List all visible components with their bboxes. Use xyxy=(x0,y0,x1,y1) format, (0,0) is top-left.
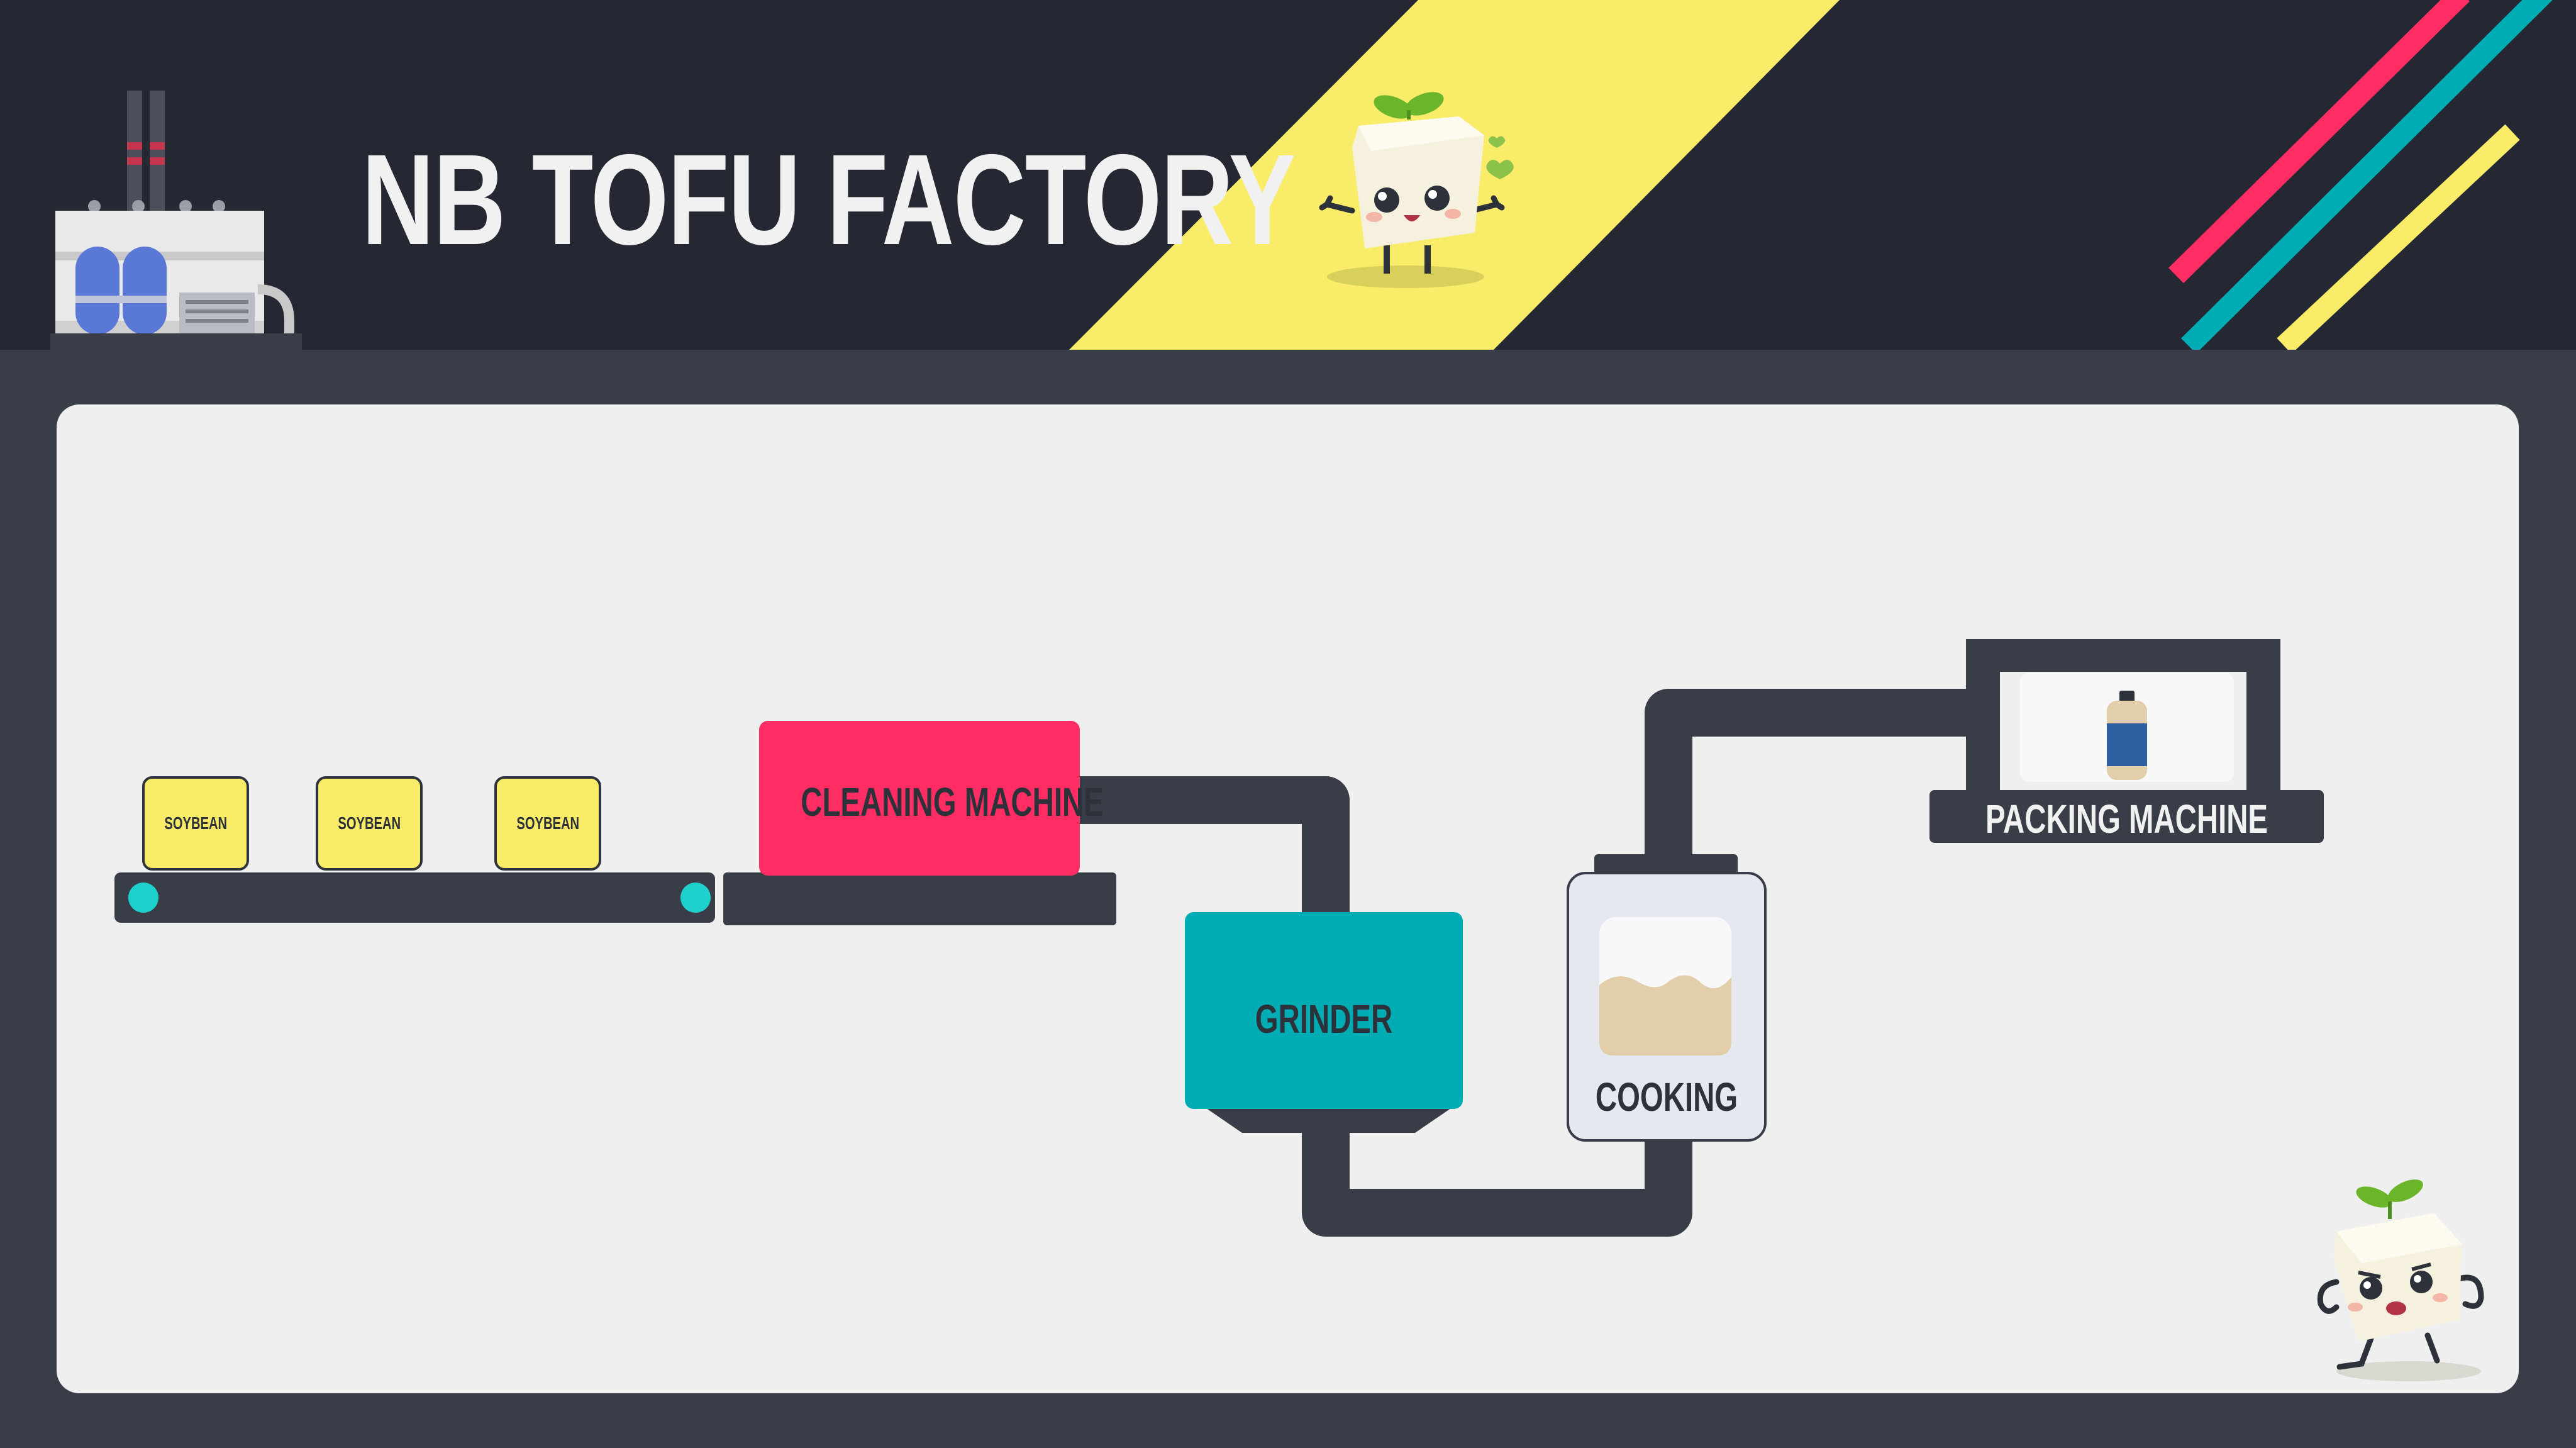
packing-machine-base xyxy=(1929,790,2324,843)
process-flow-diagram xyxy=(114,639,2324,1237)
bottle-icon xyxy=(2107,691,2147,780)
yellow-stripe xyxy=(2277,124,2520,350)
soybean-label: SOYBEAN xyxy=(516,813,579,833)
teal-stripe xyxy=(2181,0,2553,350)
packing-machine-frame xyxy=(1966,639,2280,794)
grinder-machine xyxy=(1185,912,1463,1109)
pipe-grinder-to-cooking xyxy=(1302,1122,1692,1237)
pipe-cooking-to-packing xyxy=(1645,689,1975,867)
soybean-label: SOYBEAN xyxy=(164,813,227,833)
tofu-mascot-icon xyxy=(1319,92,1514,288)
factory-icon xyxy=(50,91,302,350)
grinder-label: GRINDER xyxy=(1255,996,1393,1042)
pipe-cleaning-to-grinder xyxy=(1079,776,1350,920)
cleaning-machine-label: CLEANING MACHINE xyxy=(801,779,1104,825)
grinder-base xyxy=(1198,1103,1459,1133)
pink-stripe xyxy=(2168,0,2470,284)
soybean-box: SOYBEAN xyxy=(142,776,249,871)
soybean-box: SOYBEAN xyxy=(316,776,423,871)
process-panel: SOYBEAN SOYBEAN SOYBEAN CLEANING MACHINE… xyxy=(57,404,2519,1393)
conveyor-roller-right xyxy=(680,883,711,913)
cooking-soy-milk xyxy=(1599,975,1731,1055)
cooking-label: COOKING xyxy=(1595,1074,1738,1120)
cleaning-machine-base xyxy=(723,872,1116,925)
soybean-label: SOYBEAN xyxy=(338,813,401,833)
conveyor-roller-left xyxy=(128,883,158,913)
soybean-box: SOYBEAN xyxy=(494,776,601,871)
tofu-mascot-running-icon xyxy=(2317,1179,2484,1381)
header-bar: NB TOFU FACTORY xyxy=(0,0,2576,350)
packing-machine-label: PACKING MACHINE xyxy=(1985,796,2268,842)
page-title: NB TOFU FACTORY xyxy=(362,128,1296,272)
cleaning-machine xyxy=(759,721,1080,876)
conveyor-belt xyxy=(114,872,715,923)
